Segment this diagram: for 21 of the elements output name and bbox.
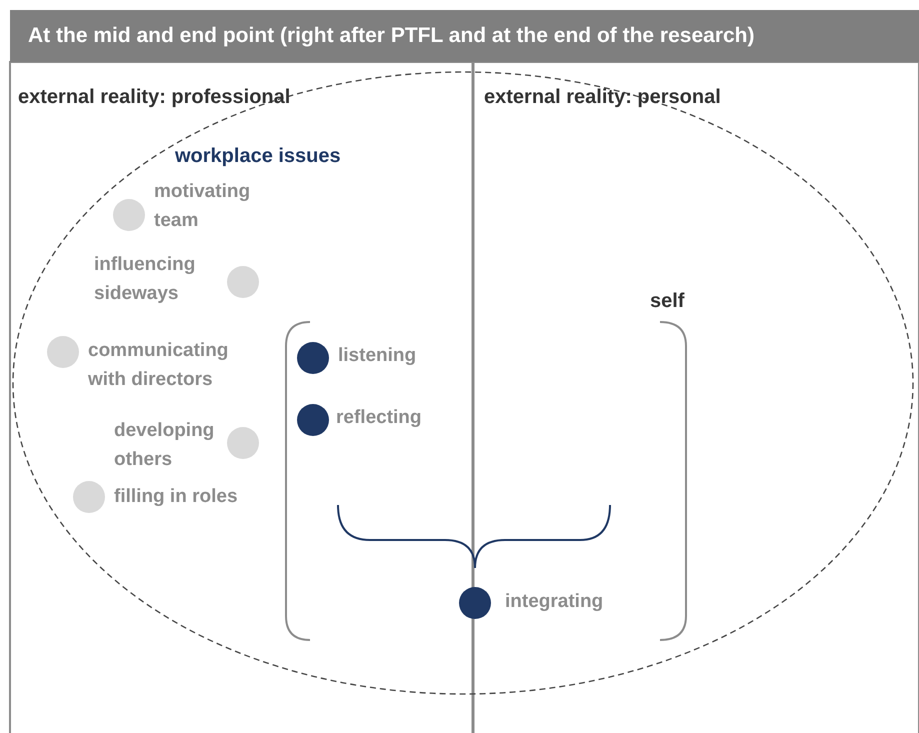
region-label: external reality: professional bbox=[18, 86, 290, 109]
title-bar: At the mid and end point (right after PTFL and at the end of the research) bbox=[10, 10, 919, 62]
item-label: influencing sideways bbox=[94, 253, 196, 306]
item-label: developing others bbox=[114, 419, 216, 472]
dot-marker bbox=[297, 404, 329, 436]
dot-marker bbox=[297, 342, 329, 374]
region-label: external reality: personal bbox=[484, 86, 721, 109]
item-label: reflecting bbox=[336, 406, 423, 430]
dot-marker bbox=[227, 427, 259, 459]
region-label: workplace issues bbox=[175, 145, 341, 168]
item-label: integrating bbox=[505, 590, 604, 614]
item-label: listening bbox=[338, 344, 418, 368]
item-label: filling in roles bbox=[114, 485, 239, 509]
dot-marker bbox=[47, 336, 79, 368]
dot-marker bbox=[73, 481, 105, 513]
dot-marker bbox=[459, 587, 491, 619]
dot-marker bbox=[113, 199, 145, 231]
item-label: motivating team bbox=[154, 180, 252, 233]
item-label: communicating with directors bbox=[88, 339, 230, 392]
region-label: self bbox=[650, 290, 684, 313]
dot-marker bbox=[227, 266, 259, 298]
